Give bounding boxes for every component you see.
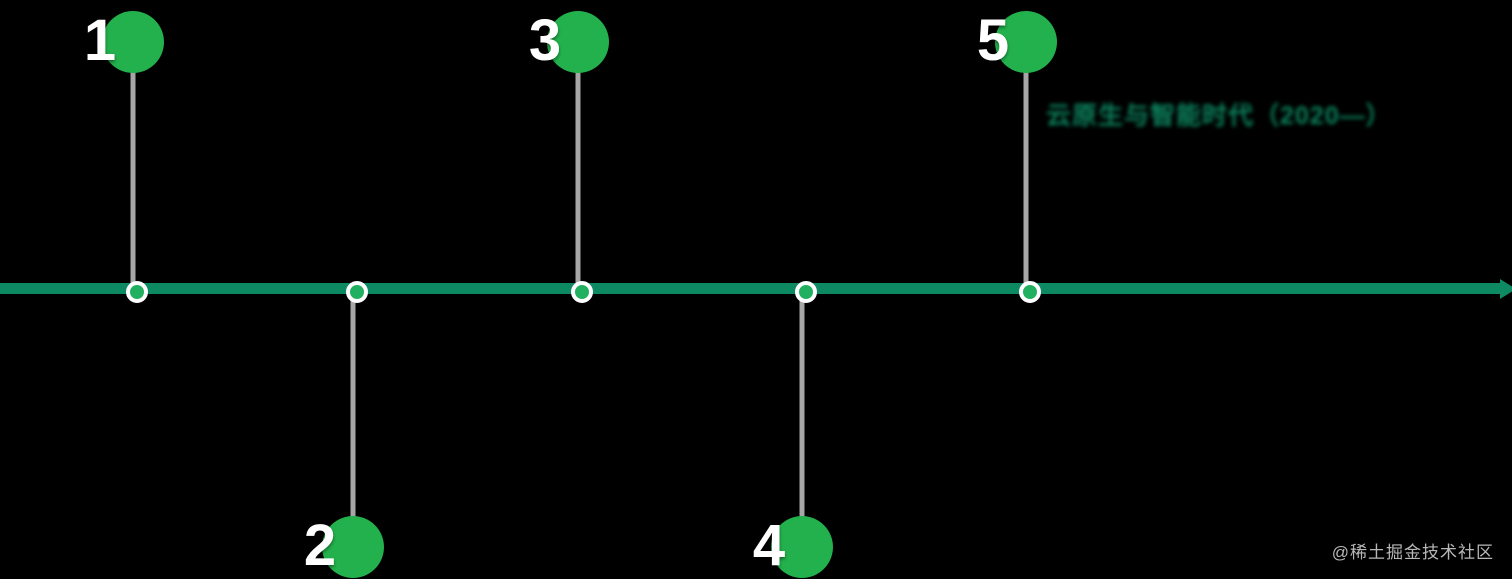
- ring-marker-3[interactable]: [571, 281, 593, 303]
- ring-marker-1[interactable]: [126, 281, 148, 303]
- timeline-node-5[interactable]: 5: [977, 11, 1057, 73]
- ring-marker-5[interactable]: [1019, 281, 1041, 303]
- timeline-stem: [1023, 53, 1029, 288]
- timeline-node-number: 5: [976, 7, 1009, 73]
- timeline-node-4[interactable]: 4: [753, 516, 833, 578]
- watermark: @稀土掘金技术社区: [1331, 543, 1494, 562]
- ring-marker-2[interactable]: [346, 281, 368, 303]
- timeline-stem: [575, 53, 581, 288]
- timeline-node-2[interactable]: 2: [304, 516, 384, 578]
- timeline-stem: [130, 53, 136, 288]
- timeline-stem: [350, 288, 356, 536]
- timeline-node-number: 1: [83, 7, 116, 73]
- timeline-axis: [0, 283, 1502, 294]
- timeline-node-number: 3: [528, 7, 561, 73]
- timeline-node-number: 4: [752, 512, 785, 578]
- timeline-label: 云原生与智能时代（2020—）: [1046, 102, 1392, 130]
- ring-marker-4[interactable]: [795, 281, 817, 303]
- timeline-stem: [799, 288, 805, 536]
- timeline-node-3[interactable]: 3: [529, 11, 609, 73]
- timeline-node-number: 2: [303, 512, 336, 578]
- timeline-node-1[interactable]: 1: [84, 11, 164, 73]
